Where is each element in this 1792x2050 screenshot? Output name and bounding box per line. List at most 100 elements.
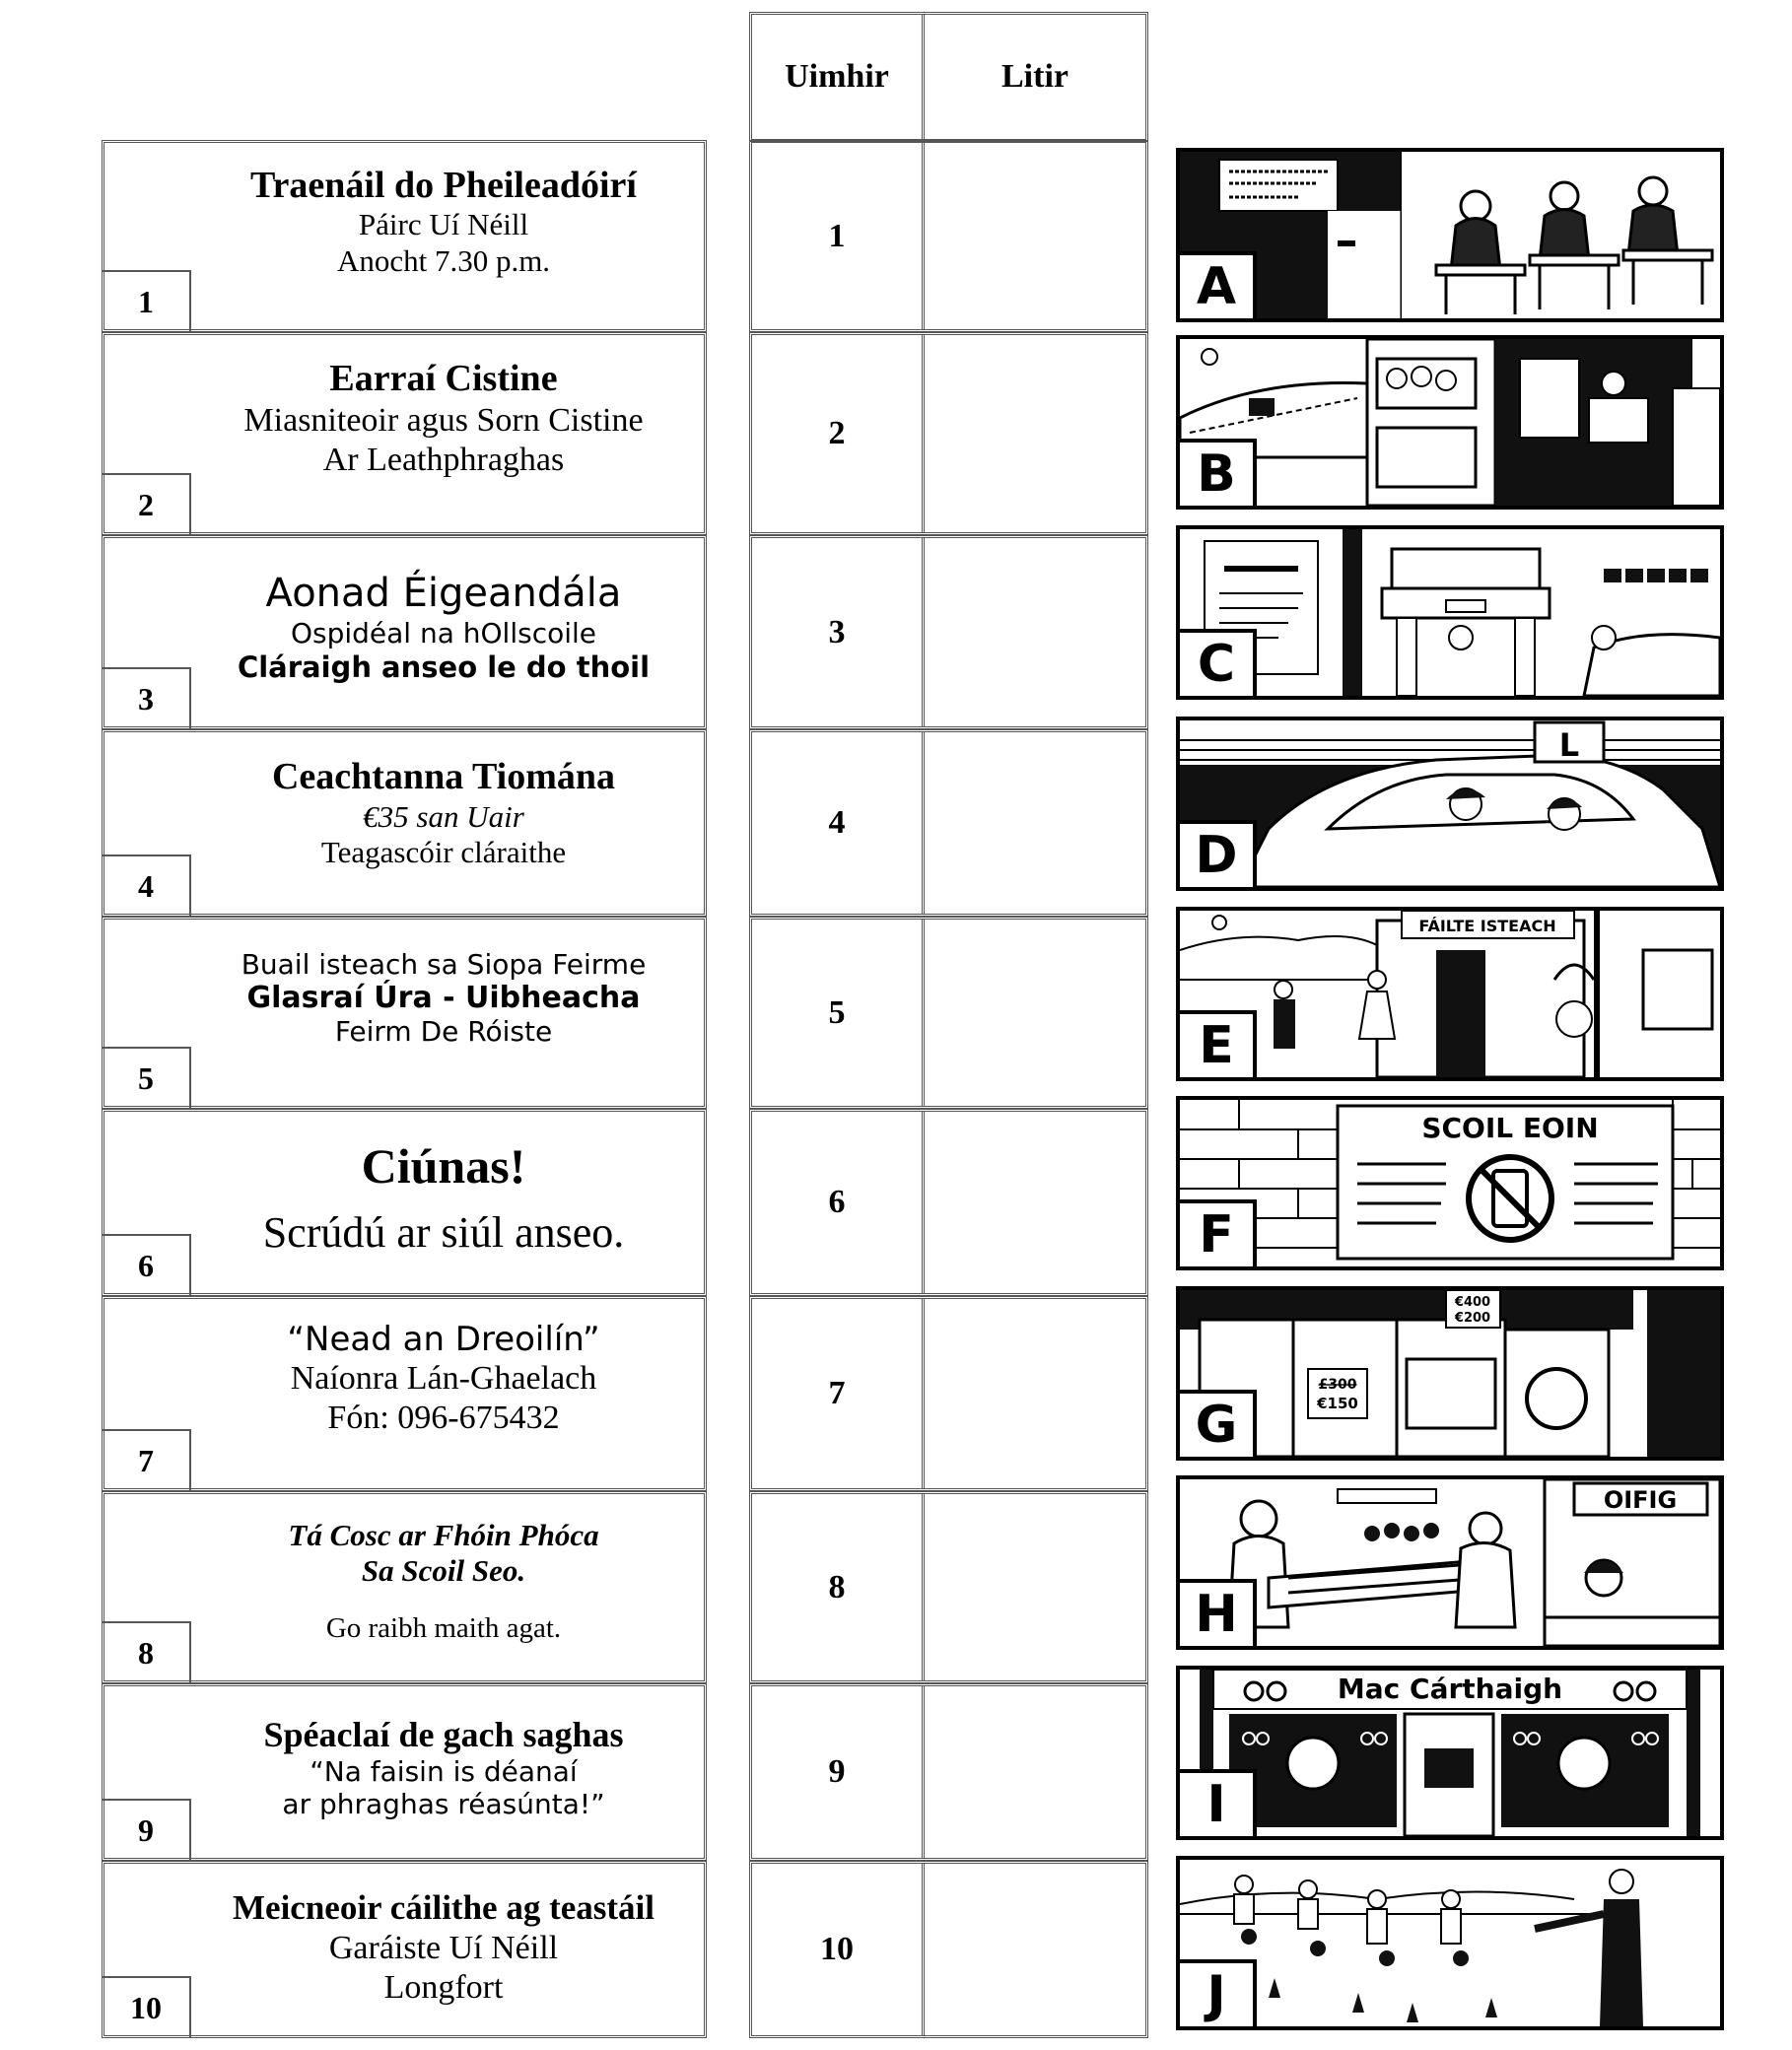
notice-10-line: Garáiste Uí Néill xyxy=(328,1929,559,1966)
answer-row-9: 9 xyxy=(749,1683,1148,1861)
picture-letter: J xyxy=(1180,1959,1257,2026)
answer-row-1: 1 xyxy=(749,140,1148,332)
answer-row-10: 10 xyxy=(749,1861,1148,2038)
answer-number: 9 xyxy=(752,1686,925,1858)
notice-3-line: Cláraigh anseo le do thoil xyxy=(237,649,651,684)
school-sign-text: SCOIL EOIN xyxy=(1421,1112,1598,1144)
notice-3-line: Ospidéal na hOllscoile xyxy=(290,617,597,650)
notice-4-title: Ceachtanna Tiomána xyxy=(271,756,616,797)
notice-9: Spéaclaí de gach saghas “Na faisin is dé… xyxy=(102,1683,707,1861)
picture-f-school-sign: SCOIL EOIN F xyxy=(1176,1096,1724,1270)
farm-shop-illustration xyxy=(1180,339,1720,506)
answer-letter-cell[interactable] xyxy=(925,1864,1145,2035)
notice-2: Earraí Cistine Miasniteoir agus Sorn Cis… xyxy=(102,332,707,535)
office-sign-text: OIFIG xyxy=(1604,1486,1677,1514)
picture-letter: C xyxy=(1180,629,1257,696)
price-tag-old: £300 xyxy=(1319,1377,1357,1393)
notice-5-line: Glasraí Úra - Uibheacha xyxy=(246,980,641,1015)
answer-letter-cell[interactable] xyxy=(925,143,1145,329)
driving-lesson-illustration: L xyxy=(1180,720,1720,887)
answer-number: 2 xyxy=(752,335,925,532)
notice-2-line: Ar Leathphraghas xyxy=(322,442,565,479)
notice-3-title: Aonad Éigeandála xyxy=(265,571,622,617)
notice-3: Aonad Éigeandála Ospidéal na hOllscoile … xyxy=(102,535,707,729)
notice-9-line: ar phraghas réasúnta!” xyxy=(282,1788,605,1821)
answer-row-5: 5 xyxy=(749,917,1148,1109)
picture-letter: G xyxy=(1180,1390,1257,1457)
notice-5-line: Buail isteach sa Siopa Feirme xyxy=(241,947,647,981)
notice-10: Meicneoir cáilithe ag teastáil Garáiste … xyxy=(102,1861,707,2038)
answer-number: 5 xyxy=(752,920,925,1106)
picture-e-naionra: FÁILTE ISTEACH E xyxy=(1176,907,1724,1081)
notice-10-line: Longfort xyxy=(383,1968,504,2006)
notice-1: Traenáil do Pheileadóirí Páirc Uí Néill … xyxy=(102,140,707,332)
notice-9-line: “Na faisin is déanaí xyxy=(310,1755,578,1789)
notice-3-number: 3 xyxy=(103,667,191,728)
classroom-illustration xyxy=(1180,152,1720,318)
notice-5-number: 5 xyxy=(103,1047,191,1108)
naionra-sign-text: FÁILTE ISTEACH xyxy=(1418,917,1555,935)
answer-letter-cell[interactable] xyxy=(925,732,1145,914)
answer-row-4: 4 xyxy=(749,729,1148,917)
notice-4-line: €35 san Uair xyxy=(363,798,524,834)
answer-letter-cell[interactable] xyxy=(925,1686,1145,1858)
price-tag-new: €200 xyxy=(1454,1311,1490,1326)
answer-letter-cell[interactable] xyxy=(925,1494,1145,1680)
picture-g-appliances: £300 €150 €400 €200 G xyxy=(1176,1286,1724,1461)
notice-4-line: Teagascóir cláraithe xyxy=(320,835,567,870)
answer-table-header: Uimhir Litir xyxy=(749,12,1148,142)
picture-letter: B xyxy=(1180,439,1257,506)
notice-7-line: Fón: 096-675432 xyxy=(327,1400,560,1437)
notice-2-number: 2 xyxy=(103,473,191,534)
optician-sign-text: Mac Cárthaigh xyxy=(1338,1673,1562,1705)
notice-2-title: Earraí Cistine xyxy=(329,358,558,400)
picture-d-driving-lesson: L D xyxy=(1176,717,1724,891)
notice-10-number: 10 xyxy=(103,1976,191,2037)
answer-number: 6 xyxy=(752,1112,925,1293)
header-litir: Litir xyxy=(1001,58,1068,95)
notice-5-line: Feirm De Róiste xyxy=(334,1015,553,1049)
price-tag-new: €150 xyxy=(1316,1395,1358,1412)
answer-row-3: 3 xyxy=(749,535,1148,729)
notice-7: “Nead an Dreoilín” Naíonra Lán-Ghaelach … xyxy=(102,1296,707,1491)
picture-letter: A xyxy=(1180,251,1257,318)
notice-7-line: Naíonra Lán-Ghaelach xyxy=(290,1359,597,1397)
answer-number: 8 xyxy=(752,1494,925,1680)
notice-6-title: Ciúnas! xyxy=(361,1137,526,1194)
notice-1-title: Traenáil do Pheileadóirí xyxy=(250,164,637,206)
notice-6: Ciúnas! Scrúdú ar siúl anseo. 6 xyxy=(102,1109,707,1296)
notice-8: Tá Cosc ar Fhóin Phóca Sa Scoil Seo. Go … xyxy=(102,1491,707,1683)
football-training-illustration xyxy=(1180,1869,1643,2026)
answer-letter-cell[interactable] xyxy=(925,538,1145,726)
picture-c-garage: C xyxy=(1176,525,1724,700)
picture-letter: E xyxy=(1180,1010,1257,1077)
svg-text:L: L xyxy=(1559,726,1579,764)
notice-4-number: 4 xyxy=(103,854,191,916)
answer-number: 1 xyxy=(752,143,925,329)
garage-illustration xyxy=(1204,529,1720,696)
price-tag-old: €400 xyxy=(1454,1295,1490,1310)
notice-6-line: Scrúdú ar siúl anseo. xyxy=(262,1207,625,1257)
answer-letter-cell[interactable] xyxy=(925,920,1145,1106)
picture-j-football-training: J xyxy=(1176,1856,1724,2030)
answer-letter-cell[interactable] xyxy=(925,1299,1145,1488)
picture-letter: D xyxy=(1180,820,1257,887)
answer-number: 7 xyxy=(752,1299,925,1488)
answer-number: 3 xyxy=(752,538,925,726)
notice-7-number: 7 xyxy=(103,1429,191,1490)
notice-5: Buail isteach sa Siopa Feirme Glasraí Úr… xyxy=(102,917,707,1109)
notice-8-line: Sa Scoil Seo. xyxy=(361,1553,526,1589)
answer-letter-cell[interactable] xyxy=(925,1112,1145,1293)
school-sign-illustration: SCOIL EOIN xyxy=(1180,1100,1720,1261)
notice-6-number: 6 xyxy=(103,1234,191,1295)
answer-number: 4 xyxy=(752,732,925,914)
picture-letter: I xyxy=(1180,1769,1257,1836)
header-uimhir: Uimhir xyxy=(752,15,925,139)
notice-8-line: Go raibh maith agat. xyxy=(325,1611,562,1644)
picture-a-classroom: A xyxy=(1176,148,1724,322)
naionra-illustration: FÁILTE ISTEACH xyxy=(1180,911,1714,1077)
notice-7-title: “Nead an Dreoilín” xyxy=(287,1319,600,1359)
answer-letter-cell[interactable] xyxy=(925,335,1145,532)
notice-8-number: 8 xyxy=(103,1621,191,1682)
picture-i-optician: Mac Cárthaigh I xyxy=(1176,1666,1724,1840)
